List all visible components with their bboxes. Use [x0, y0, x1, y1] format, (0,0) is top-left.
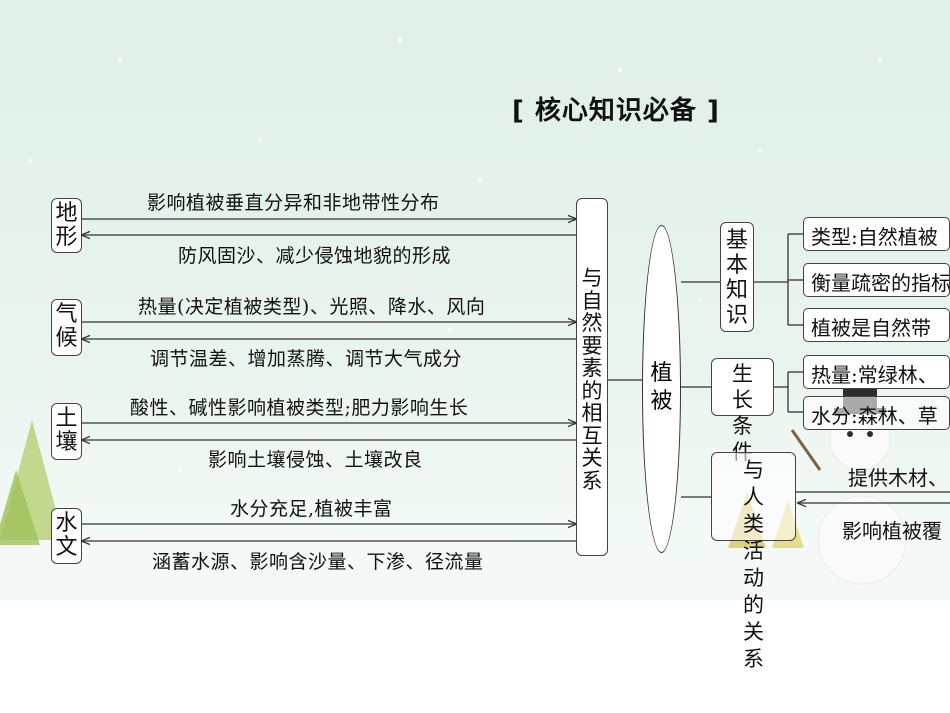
item-provide-timber: 提供木材、	[848, 466, 948, 490]
tree-icon	[0, 470, 40, 545]
factor-box-climate: 气候	[51, 299, 82, 356]
vegetation-effect-on-climate: 调节温差、增加蒸腾、调节大气成分	[150, 348, 463, 370]
factor-box-soil: 土壤	[51, 403, 82, 460]
branch-human-activity: 与人类 活动的 关系	[711, 452, 796, 671]
factor-box-terrain: 地形	[51, 198, 82, 253]
terrain-effect-on-vegetation: 影响植被垂直分异和非地带性分布	[147, 192, 440, 214]
vegetation-effect-on-terrain: 防风固沙、减少侵蚀地貌的形成	[178, 245, 452, 267]
item-heat-condition: 热量:常绿林、	[803, 355, 950, 389]
branch-basic-knowledge: 基本 知识	[720, 222, 754, 332]
relationship-box: 与自 然要 素的 相互 关系	[576, 198, 608, 556]
hydrology-effect-on-vegetation: 水分充足,植被丰富	[230, 498, 393, 520]
soil-effect-on-vegetation: 酸性、碱性影响植被类型;肥力影响生长	[130, 397, 469, 419]
climate-effect-on-vegetation: 热量(决定植被类型)、光照、降水、风向	[138, 296, 486, 318]
item-natural-zone: 植被是自然带	[803, 308, 950, 342]
item-vegetation-type: 类型:自然植被	[803, 217, 950, 251]
item-density-index: 衡量疏密的指标	[803, 263, 950, 297]
item-water-condition: 水分:森林、草	[803, 396, 950, 430]
item-affect-coverage: 影响植被覆	[842, 519, 942, 543]
vegetation-effect-on-soil: 影响土壤侵蚀、土壤改良	[208, 449, 423, 471]
page-title: [ 核心知识必备 ]	[512, 96, 720, 126]
vegetation-ellipse: 植 被	[642, 225, 681, 553]
branch-growth-conditions: 生长 条件	[711, 358, 774, 464]
factor-box-hydrology: 水文	[51, 508, 82, 564]
vegetation-effect-on-hydrology: 涵蓄水源、影响含沙量、下渗、径流量	[152, 551, 484, 573]
